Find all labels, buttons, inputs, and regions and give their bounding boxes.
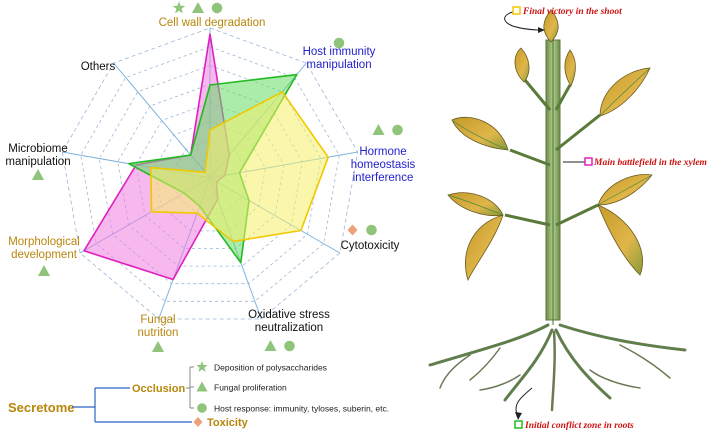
toxicity-label: Toxicity: [207, 417, 249, 429]
xylem-label: Main battlefield in the xylem: [593, 158, 707, 168]
triangle-icon: [191, 1, 205, 13]
roots-marker-box: [514, 420, 523, 429]
roots: [428, 323, 687, 412]
series-yellow: [150, 91, 330, 243]
diamond-icon: [193, 417, 203, 427]
occlusion-bracket: [186, 366, 194, 409]
roots-arrowhead: [515, 412, 522, 420]
roots-label: Initial conflict zone in roots: [524, 421, 634, 430]
radar-series: [83, 33, 330, 281]
legend-item-label: Host response: immunity, tyloses, suberi…: [214, 404, 389, 414]
triangle-icon: [31, 168, 45, 180]
grid-ring: [135, 102, 285, 249]
diamond-icon: [347, 224, 358, 236]
occlusion-label: Occlusion: [132, 383, 185, 395]
circle-icon: [333, 37, 345, 49]
diamond-icon: [193, 417, 203, 427]
circle-icon: [211, 2, 223, 14]
plant-illustration: Final victory in the shoot Main battlefi…: [428, 6, 707, 430]
triangle-icon: [151, 340, 165, 352]
shoot-arrow: [504, 11, 539, 31]
circle-icon: [392, 124, 403, 136]
triangle-icon: [37, 264, 51, 276]
axis-label: Cell wall degradation: [159, 17, 266, 29]
legend-tree-lines: [72, 387, 192, 423]
grid-ring: [154, 121, 266, 232]
star-icon: [196, 361, 208, 372]
roots-arrow: [515, 387, 533, 417]
axis-label: Others: [81, 61, 116, 73]
shoot-arrowhead: [538, 27, 545, 33]
circle-icon: [284, 340, 295, 352]
grid-ring: [80, 46, 340, 302]
circle-icon: [366, 224, 377, 236]
root-lines: [429, 324, 686, 401]
star-icon: [172, 1, 186, 14]
triangle-icon: [196, 381, 208, 392]
triangle-icon: [264, 339, 277, 351]
shoot-label: Final victory in the shoot: [522, 7, 622, 17]
shoot-marker-box: [512, 6, 521, 15]
branches: [504, 79, 601, 227]
secretome-legend: Secretome Occlusion Deposition of polysa…: [8, 361, 389, 429]
legend-item-label: Deposition of polysaccharides: [214, 363, 327, 373]
triangle-icon: [372, 123, 385, 135]
circle-icon: [197, 403, 207, 413]
axis-label: Cytotoxicity: [341, 240, 400, 252]
xylem-marker-box: [584, 157, 593, 166]
secretome-label: Secretome: [8, 400, 74, 415]
leaf-veins: [447, 67, 653, 216]
legend-item-label: Fungal proliferation: [214, 383, 287, 393]
